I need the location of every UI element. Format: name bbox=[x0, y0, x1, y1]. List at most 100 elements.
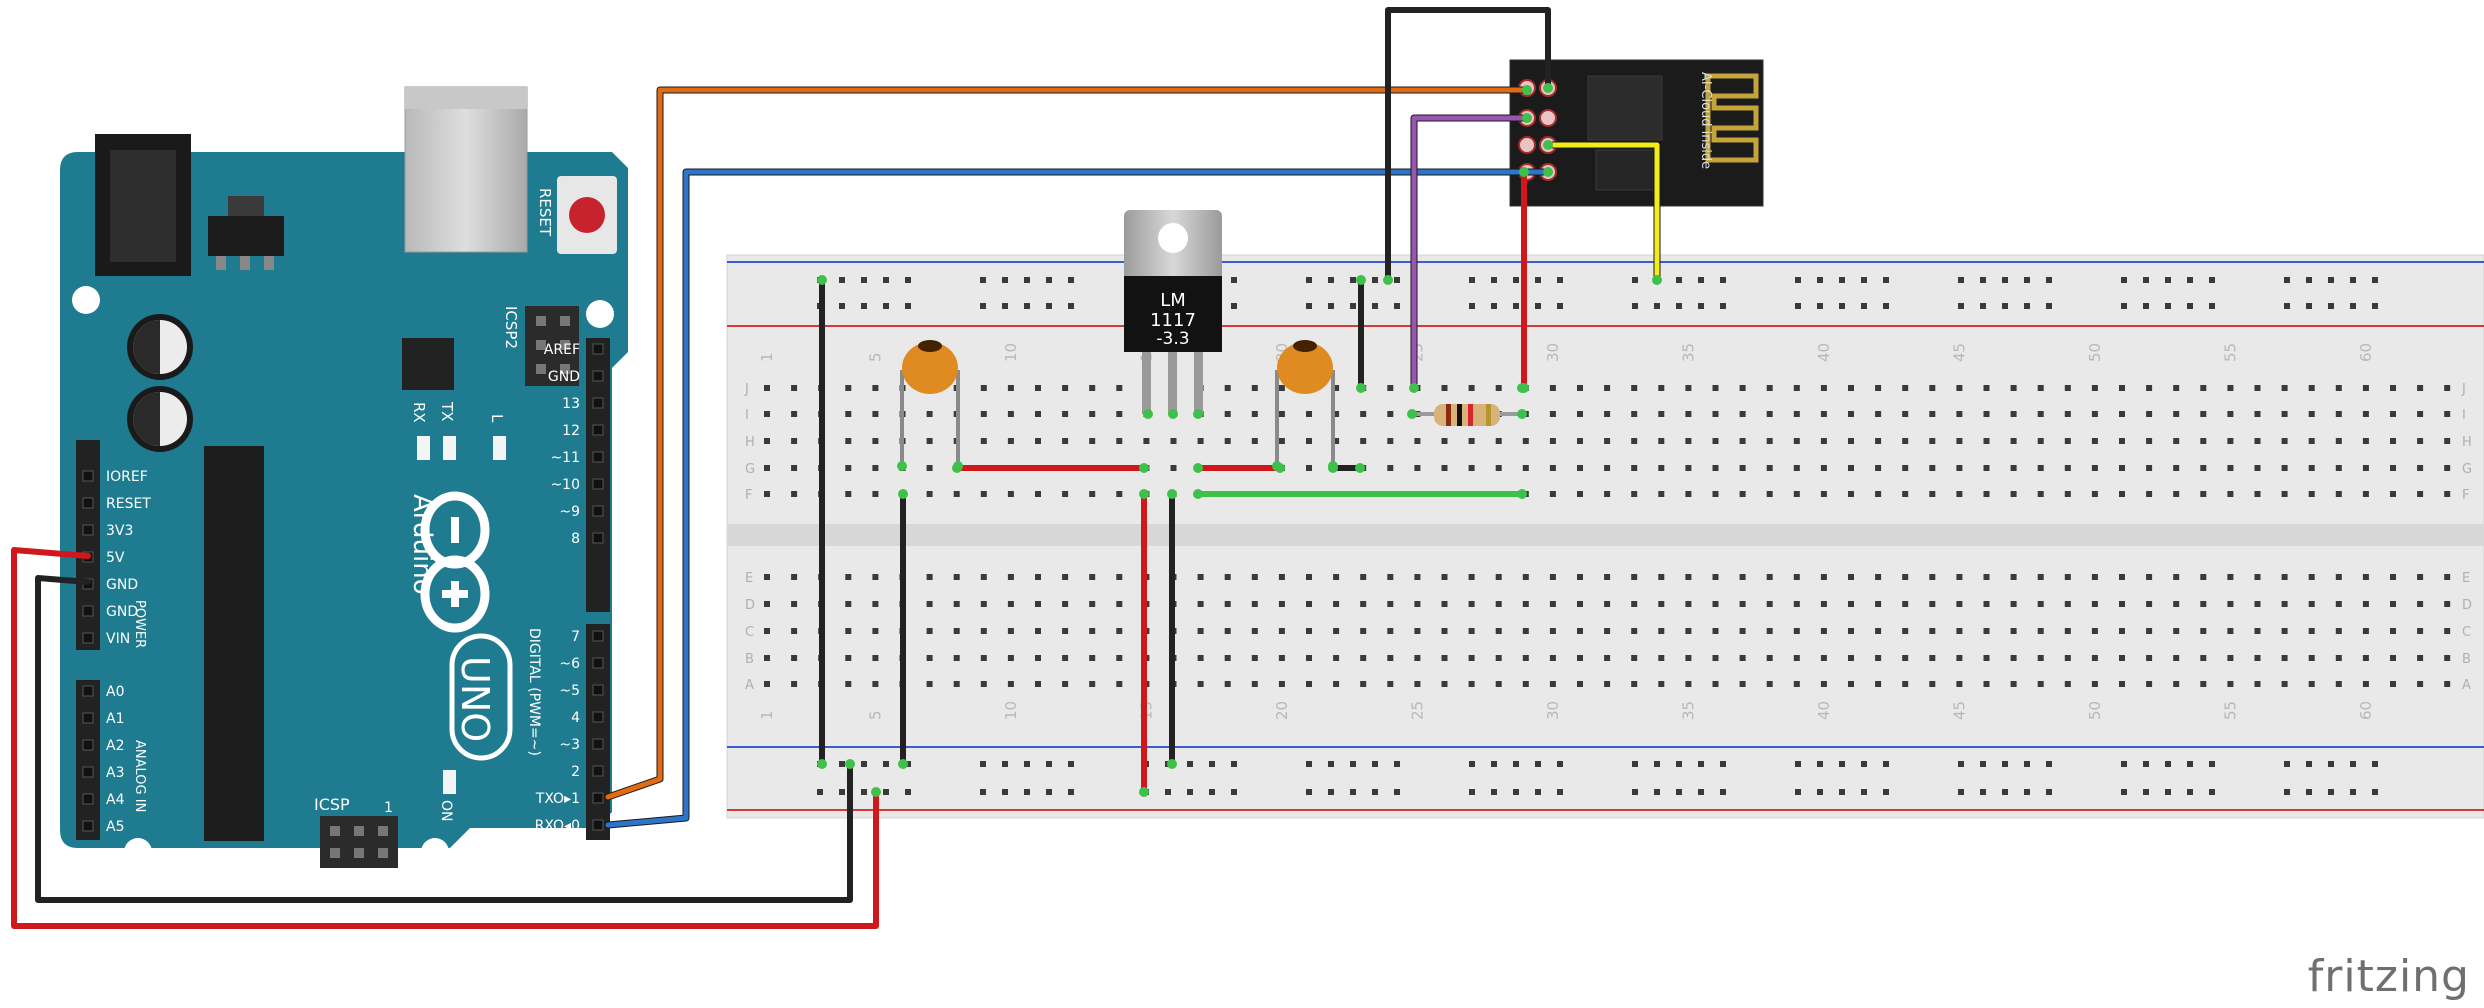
rail-hole bbox=[1817, 789, 1823, 795]
esp-pin[interactable] bbox=[1518, 136, 1536, 154]
breadboard-hole bbox=[980, 681, 987, 687]
breadboard-hole bbox=[1089, 681, 1096, 687]
column-number: 5 bbox=[866, 710, 884, 720]
resistor-band bbox=[1457, 404, 1462, 426]
breadboard-hole bbox=[1549, 628, 1556, 634]
header-pin[interactable] bbox=[592, 738, 604, 750]
column-number: 40 bbox=[1815, 701, 1833, 720]
breadboard-hole bbox=[1441, 655, 1448, 661]
header-pin[interactable] bbox=[592, 397, 604, 409]
header-pin[interactable] bbox=[82, 632, 94, 644]
breadboard-hole bbox=[1739, 411, 1746, 417]
header-pin[interactable] bbox=[592, 819, 604, 831]
header-pin[interactable] bbox=[592, 451, 604, 463]
breadboard-hole bbox=[1631, 438, 1638, 444]
wire-black-gnd[interactable] bbox=[35, 575, 853, 903]
breadboard-hole bbox=[926, 655, 933, 661]
header-pin[interactable] bbox=[82, 739, 94, 751]
resistor-band bbox=[1486, 404, 1491, 426]
rail-hole bbox=[2350, 761, 2356, 767]
wires bbox=[11, 7, 1661, 929]
breadboard-hole bbox=[872, 465, 879, 471]
wire-purple[interactable] bbox=[1411, 115, 1530, 391]
breadboard-hole bbox=[1604, 628, 1611, 634]
header-pin[interactable] bbox=[82, 524, 94, 536]
breadboard-hole bbox=[2091, 385, 2098, 391]
header-pin[interactable] bbox=[592, 684, 604, 696]
pin-label: A0 bbox=[106, 684, 124, 700]
reset-button-cap[interactable] bbox=[569, 197, 605, 233]
breadboard-hole bbox=[2417, 465, 2424, 471]
rail-hole bbox=[980, 303, 986, 309]
header-pin[interactable] bbox=[592, 424, 604, 436]
breadboard-hole bbox=[1387, 465, 1394, 471]
breadboard-hole bbox=[1089, 411, 1096, 417]
wire-blue-rx[interactable] bbox=[605, 169, 1551, 828]
wire-black-esp-gnd[interactable] bbox=[1385, 7, 1551, 283]
esp-pin[interactable] bbox=[1539, 109, 1557, 127]
ceramic-capacitor-1 bbox=[900, 340, 960, 466]
header-pin[interactable] bbox=[592, 657, 604, 669]
capacitor-tip bbox=[1293, 340, 1317, 352]
header-pin[interactable] bbox=[82, 793, 94, 805]
header-pin[interactable] bbox=[592, 711, 604, 723]
rail-hole bbox=[1231, 277, 1237, 283]
breadboard-hole bbox=[1739, 385, 1746, 391]
breadboard-hole bbox=[1658, 601, 1665, 607]
header-pin[interactable] bbox=[592, 505, 604, 517]
header-pin[interactable] bbox=[592, 343, 604, 355]
rail-hole bbox=[1491, 789, 1497, 795]
connection-dot bbox=[1517, 489, 1527, 499]
row-letter: I bbox=[745, 408, 749, 423]
breadboard-hole bbox=[2335, 681, 2342, 687]
rail-hole bbox=[1654, 789, 1660, 795]
esp-antenna-icon bbox=[1705, 73, 1759, 163]
usb-chip bbox=[402, 338, 454, 390]
header-pin[interactable] bbox=[82, 497, 94, 509]
breadboard-hole bbox=[1956, 385, 1963, 391]
breadboard-hole bbox=[1658, 574, 1665, 580]
header-pin[interactable] bbox=[82, 470, 94, 482]
header-pin[interactable] bbox=[592, 532, 604, 544]
row-letter: D bbox=[745, 598, 755, 613]
breadboard-hole bbox=[1251, 628, 1258, 634]
breadboard-hole bbox=[1766, 491, 1773, 497]
wire-yellow[interactable] bbox=[1545, 142, 1660, 283]
breadboard-hole bbox=[1929, 465, 1936, 471]
breadboard-hole bbox=[2281, 601, 2288, 607]
breadboard-hole bbox=[2390, 385, 2396, 391]
icsp2-pin bbox=[560, 364, 570, 374]
breadboard-hole bbox=[1631, 628, 1638, 634]
header-pin[interactable] bbox=[592, 478, 604, 490]
header-pin[interactable] bbox=[82, 685, 94, 697]
breadboard-hole bbox=[764, 601, 770, 607]
header-pin[interactable] bbox=[592, 765, 604, 777]
rail-hole bbox=[1306, 789, 1312, 795]
breadboard-hole bbox=[1631, 681, 1638, 687]
breadboard-hole bbox=[1820, 465, 1827, 471]
breadboard-hole bbox=[2064, 601, 2071, 607]
header-pin[interactable] bbox=[592, 630, 604, 642]
wire-orange-tx[interactable] bbox=[605, 87, 1530, 800]
header-pin[interactable] bbox=[82, 712, 94, 724]
column-number: 40 bbox=[1815, 343, 1833, 362]
breadboard-hole bbox=[1820, 411, 1827, 417]
tx-label: TX bbox=[438, 401, 456, 421]
connection-dot bbox=[1168, 409, 1178, 419]
breadboard-hole bbox=[1902, 491, 1909, 497]
tx-led bbox=[443, 436, 456, 460]
breadboard-hole bbox=[953, 681, 960, 687]
header-pin[interactable] bbox=[82, 605, 94, 617]
rail-hole bbox=[1698, 277, 1704, 283]
header-pin[interactable] bbox=[82, 820, 94, 832]
breadboard-hole bbox=[1766, 628, 1773, 634]
breadboard-hole bbox=[1116, 574, 1123, 580]
rail-hole bbox=[839, 303, 845, 309]
rail-hole bbox=[2121, 277, 2127, 283]
rail-hole bbox=[2121, 761, 2127, 767]
header-pin[interactable] bbox=[82, 766, 94, 778]
breadboard-hole bbox=[1549, 681, 1556, 687]
wire-red-5v[interactable] bbox=[11, 547, 879, 929]
header-pin[interactable] bbox=[592, 792, 604, 804]
header-pin[interactable] bbox=[592, 370, 604, 382]
